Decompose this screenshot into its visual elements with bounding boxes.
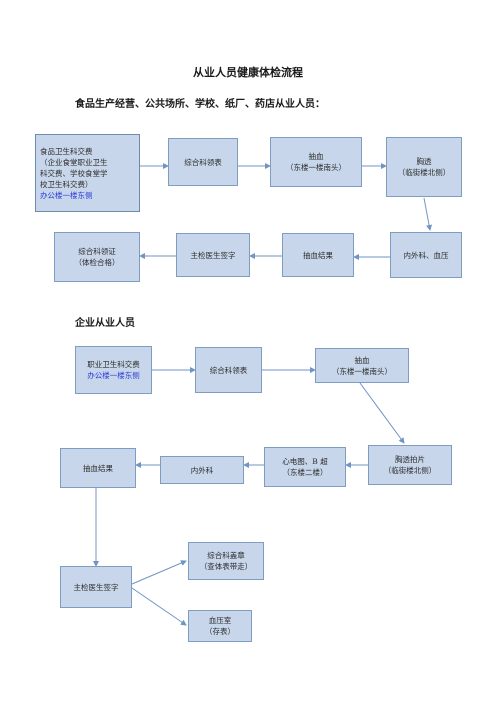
box7-line1: 主检医生签字 [190,250,236,260]
box-c-chest-xray: 胸透拍片 （临街楼北侧） [368,445,452,485]
box2-line1: 综合科领表 [184,157,222,167]
box8-line2: （体检合格） [74,258,120,267]
box-c-internal-surgery: 内外科 [160,456,244,484]
box-chief-doctor-sign: 主检医生签字 [176,233,250,277]
box1-line2: （企业食堂职业卫生 [40,157,108,167]
c8-line1: 主检医生签字 [73,582,119,592]
section2-heading: 企业从业人员 [75,318,135,329]
c1-location: 办公楼一楼东侧 [87,371,140,380]
c6-line1: 内外科 [190,465,214,475]
box4-line1: 胸透 [416,157,432,166]
box-c-collect-form: 综合科领表 [195,347,262,393]
c3-line1: 抽血 [354,355,370,365]
c10-line1: 血压室 [208,616,232,625]
box-collect-certificate: 综合科领证 （体检合格） [54,232,140,282]
c4-line2: （临街楼北侧） [383,466,437,475]
arrow-c3-c4 [359,382,405,444]
c5-line1: 心电图、B 超 [282,457,328,466]
box-occupational-payment: 职业卫生科交费 办公楼一楼东侧 [75,346,152,394]
box-chest-xray: 胸透 （临街楼北侧） [386,137,462,197]
box-internal-surgery-bp: 内外科、血压 [390,232,462,278]
box-c-chief-doctor-sign: 主检医生签字 [60,566,132,608]
box-c-bp-room: 血压室 （存表） [188,610,252,642]
section1-heading: 食品生产经营、公共场所、学校、纸厂、药店从业人员： [75,99,325,110]
box1-location: 办公楼一楼东侧 [40,190,93,200]
page-title: 从业人员健康体检流程 [193,66,303,79]
box1-line1: 食品卫生科交费 [40,146,93,156]
box8-line1: 综合科领证 [78,247,116,256]
c9-line1: 综合科盖章 [207,551,245,560]
c5-line2: （东楼二楼） [282,468,328,477]
box-collect-form: 综合科领表 [168,138,238,186]
c3-line2: （东楼一楼南头） [332,366,392,376]
box-c-blood-draw: 抽血 （东楼一楼南头） [315,348,409,383]
c4-line1: 胸透拍片 [395,455,425,464]
arrow-c8-c10 [131,587,187,626]
box1-line3: 科交费、学校食堂学 [40,168,108,178]
box6-line1: 抽血结果 [303,250,333,260]
box-c-ecg-ultrasound: 心电图、B 超 （东楼二楼） [264,447,346,487]
box4-line2: （临街楼北侧） [397,168,451,177]
box3-line1: 抽血 [308,152,324,161]
c1-line1: 职业卫生科交费 [87,360,140,369]
box-food-hygiene-payment: 食品卫生科交费 （企业食堂职业卫生 科交费、学校食堂学 校卫生科交费） 办公楼一… [35,134,140,212]
box-blood-result: 抽血结果 [282,233,354,277]
arrow-4-5 [423,197,433,231]
box-c-blood-result: 抽血结果 [60,448,136,488]
box3-line2: （东楼一楼南头） [286,163,346,172]
c7-line1: 抽血结果 [83,463,113,473]
box1-line4: 校卫生科交费） [40,179,93,189]
c2-line1: 综合科领表 [209,365,248,375]
c9-line2: （查体表带走） [199,562,253,571]
box5-line1: 内外科、血压 [403,250,449,260]
box-blood-draw: 抽血 （东楼一楼南头） [270,137,362,187]
arrow-c8-c9 [131,560,187,585]
c10-line2: （存表） [205,627,235,636]
box-c-stamp: 综合科盖章 （查体表带走） [188,542,264,580]
